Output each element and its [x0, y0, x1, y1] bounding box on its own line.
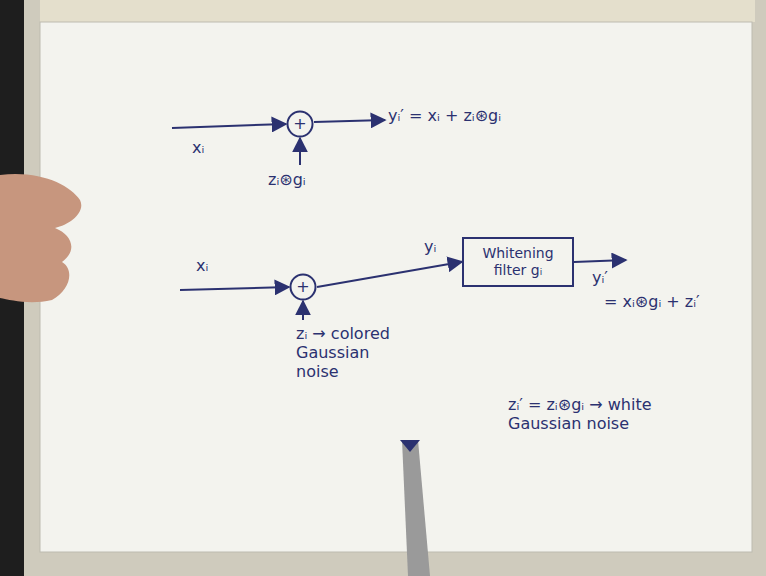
- math-label: zᵢ → colored Gaussian noise: [296, 324, 408, 382]
- math-label: yᵢ′ = xᵢ + zᵢ⊛gᵢ: [388, 106, 501, 125]
- plus-sign: +: [296, 279, 309, 295]
- math-label: zᵢ′ = zᵢ⊛gᵢ → white Gaussian noise: [508, 395, 658, 433]
- filter-box: Whitening filter gᵢ: [462, 237, 574, 287]
- summing-junction: +: [289, 273, 317, 301]
- math-label: xᵢ: [196, 256, 208, 275]
- math-label: xᵢ: [192, 138, 204, 157]
- plus-sign: +: [293, 116, 306, 132]
- summing-junction: +: [286, 110, 314, 138]
- math-label: = xᵢ⊛gᵢ + zᵢ′: [604, 292, 724, 311]
- signal-label: yᵢ: [422, 237, 438, 256]
- math-label: zᵢ⊛gᵢ: [268, 170, 306, 189]
- signal-arrow: [317, 262, 462, 287]
- math-label: yᵢ′: [592, 268, 608, 287]
- box-label: Whitening filter gᵢ: [472, 245, 564, 279]
